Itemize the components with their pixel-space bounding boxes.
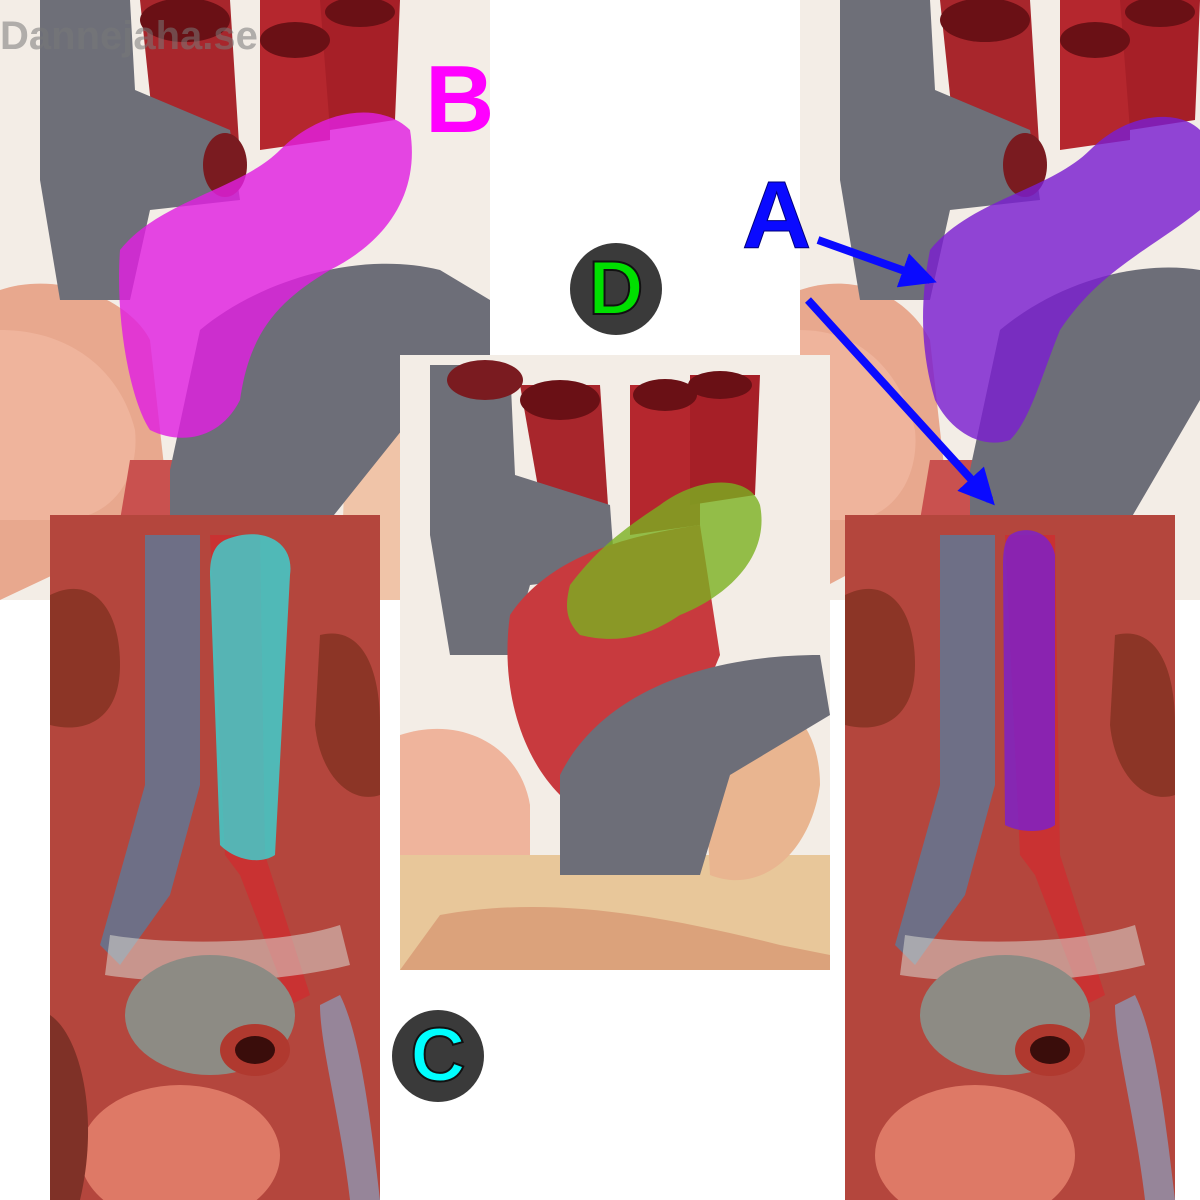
label-b: B bbox=[425, 46, 495, 153]
label-d: D bbox=[588, 246, 645, 331]
heart-photo-top-left bbox=[0, 0, 490, 600]
heart-illustration-b bbox=[0, 0, 490, 600]
abdomen-illustration-a bbox=[845, 515, 1175, 1200]
heart-illustration-d bbox=[400, 355, 830, 970]
badge-c: C bbox=[392, 1010, 484, 1102]
heart-photo-top-right bbox=[800, 0, 1200, 600]
label-a: A bbox=[741, 162, 812, 269]
heart-photo-center bbox=[400, 355, 830, 970]
label-c: C bbox=[410, 1013, 467, 1098]
heart-illustration-a bbox=[800, 0, 1200, 600]
watermark-text: Dannejaha.se bbox=[0, 14, 258, 58]
badge-d: D bbox=[570, 243, 662, 335]
abdomen-illustration-c bbox=[50, 515, 380, 1200]
abdomen-photo-right bbox=[845, 515, 1175, 1200]
abdomen-photo-left bbox=[50, 515, 380, 1200]
